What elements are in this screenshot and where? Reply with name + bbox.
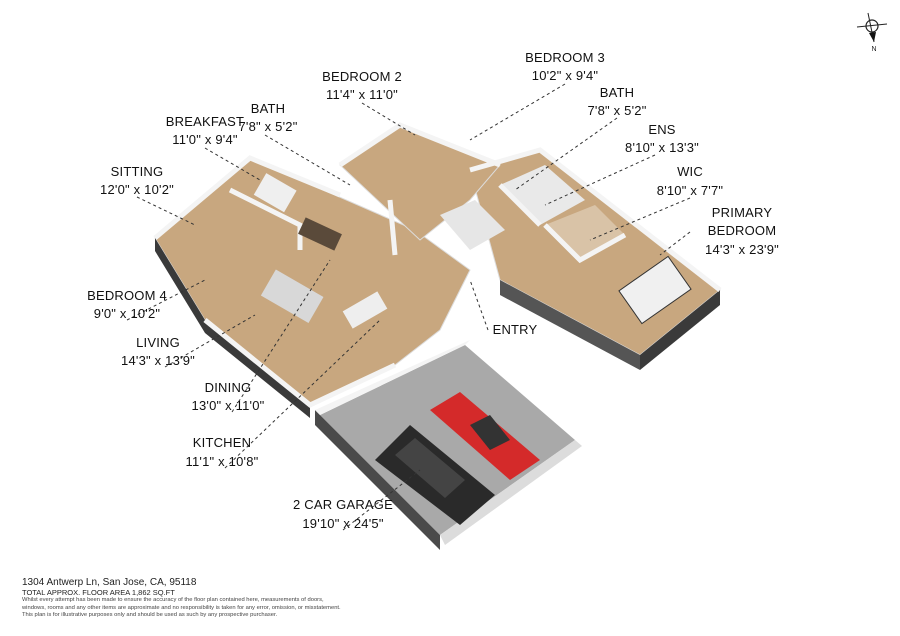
- primary-wing-base: [640, 290, 720, 370]
- room-name: SITTING: [111, 164, 164, 179]
- room-dims: 11'4" x 11'0": [326, 87, 398, 102]
- room-dims: 7'8" x 5'2": [238, 119, 297, 134]
- black-car: [375, 425, 495, 525]
- garage-wall-back: [315, 340, 470, 415]
- disclaimer-line: Whilst every attempt has been made to en…: [22, 597, 324, 603]
- room-dims: 14'3" x 13'9": [121, 353, 195, 368]
- primary-wing-base2: [500, 280, 640, 370]
- sofa: [260, 269, 324, 323]
- room-name: 2 CAR GARAGE: [293, 497, 393, 512]
- room-dims: 11'0" x 9'4": [172, 132, 238, 147]
- room-dims: 13'0" x 11'0": [192, 398, 265, 413]
- room-name: BREAKFAST: [166, 114, 244, 129]
- garage-wall-left: [315, 410, 440, 550]
- room-name: ENS: [648, 122, 675, 137]
- address: 1304 Antwerp Ln, San Jose, CA, 95118: [22, 577, 197, 588]
- disclaimer-line: This plan is for illustrative purposes o…: [22, 612, 278, 618]
- red-car: [430, 392, 540, 480]
- room-dims: 10'2" x 9'4": [532, 68, 599, 83]
- room-name: BEDROOM 3: [525, 50, 605, 65]
- room-name: BATH: [600, 85, 635, 100]
- garage-wall-right: [440, 440, 582, 545]
- house-plan: [153, 122, 722, 550]
- kitchen-counter: [342, 291, 388, 329]
- room-labels: BEDROOM 3 10'2" x 9'4" BEDROOM 2 11'4" x…: [87, 50, 779, 531]
- footer: 1304 Antwerp Ln, San Jose, CA, 95118 TOT…: [22, 577, 382, 620]
- room-dims: 12'0" x 10'2": [100, 182, 174, 197]
- total-area: TOTAL APPROX. FLOOR AREA 1,862 SQ.FT: [22, 588, 175, 597]
- primary-bed: [618, 255, 692, 325]
- room-dims: 19'10" x 24'5": [302, 516, 384, 531]
- room-name: KITCHEN: [193, 435, 251, 450]
- room-name: ENTRY: [493, 322, 538, 337]
- room-name: BEDROOM 4: [87, 288, 167, 303]
- disclaimer-line: windows, rooms and any other items are a…: [22, 604, 341, 611]
- room-name: BATH: [251, 101, 286, 116]
- room-dims: 8'10" x 7'7": [657, 183, 724, 198]
- ens-floor: [500, 165, 585, 225]
- room-dims: 9'0" x 10'2": [94, 306, 161, 321]
- room-name: DINING: [205, 380, 252, 395]
- room-name: LIVING: [136, 335, 180, 350]
- wic-floor: [545, 205, 625, 260]
- compass-label: N: [871, 46, 876, 53]
- room-name: BEDROOM: [708, 223, 777, 238]
- room-name: WIC: [677, 164, 703, 179]
- room-dims: 11'1" x 10'8": [186, 454, 259, 469]
- room-dims: 14'3" x 23'9": [705, 242, 779, 257]
- room-dims: 8'10" x 13'3": [625, 140, 699, 155]
- room-name: BEDROOM 2: [322, 69, 402, 84]
- room-dims: 7'8" x 5'2": [587, 103, 646, 118]
- main-wall-base: [155, 238, 310, 418]
- compass-icon: N: [856, 12, 888, 53]
- interior-walls: [153, 122, 722, 408]
- garage-floor: [320, 345, 575, 535]
- bath-floor: [440, 200, 505, 250]
- leader-lines: [126, 83, 691, 531]
- dining-table: [298, 217, 342, 251]
- breakfast-bed: [253, 173, 297, 213]
- room-name: PRIMARY: [712, 205, 773, 220]
